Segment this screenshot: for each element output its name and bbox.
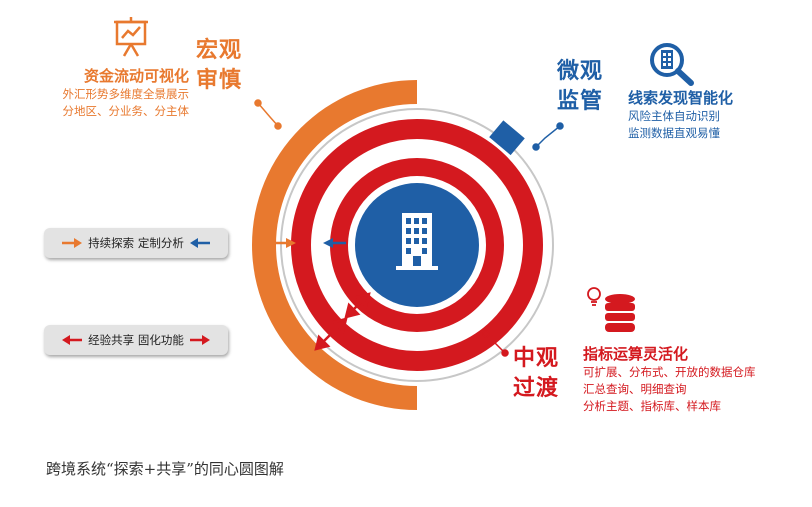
meso-connector — [482, 330, 509, 357]
red-share-arrow-outer — [314, 317, 348, 351]
legend-explore-label: 持续探索 定制分析 — [88, 236, 184, 250]
macro-title-line1: 宏观 — [196, 38, 243, 63]
meso-line-2: 汇总查询、明细查询 — [583, 382, 687, 396]
diagram-caption: 跨境系统“探索+共享”的同心圆图解 — [46, 460, 284, 478]
micro-title: 微观 监管 — [557, 57, 617, 117]
legend-share: 经验共享 固化功能 — [44, 325, 228, 355]
presentation-chart-icon — [114, 17, 148, 57]
meso-heading: 指标运算灵活化 — [583, 345, 689, 363]
macro-line-1: 外汇形势多维度全景展示 — [62, 87, 190, 101]
micro-line-1: 风险主体自动识别 — [628, 109, 720, 123]
red-left-arrow-icon — [62, 335, 83, 345]
micro-blue-tab — [489, 120, 525, 156]
micro-text: 线索发现智能化 风险主体自动识别 监测数据直观易懂 — [628, 88, 803, 142]
macro-orange-arc — [252, 80, 417, 410]
macro-text: 资金流动可视化 外汇形势多维度全景展示 分地区、分业务、分主体 — [34, 66, 190, 120]
macro-title: 宏观 审慎 — [196, 36, 256, 96]
orange-explore-arrow — [274, 238, 296, 248]
database-lightbulb-icon — [587, 287, 635, 332]
meso-title-line2: 过渡 — [513, 376, 560, 401]
blue-left-arrow-icon — [189, 238, 210, 248]
magnifier-building-icon — [650, 43, 694, 86]
red-share-arrow-inner — [344, 292, 371, 319]
blue-explore-arrow — [323, 238, 346, 248]
meso-line-1: 可扩展、分布式、开放的数据仓库 — [583, 365, 756, 379]
micro-title-line2: 监管 — [557, 89, 604, 114]
meso-title: 中观 过渡 — [513, 344, 573, 404]
building-icon — [396, 213, 438, 270]
meso-line-3: 分析主题、指标库、样本库 — [583, 399, 721, 413]
orange-right-arrow-icon — [62, 238, 83, 248]
macro-line-2: 分地区、分业务、分主体 — [62, 104, 190, 118]
meso-red-ring-outer — [291, 119, 543, 371]
legend-share-label: 经验共享 固化功能 — [88, 333, 184, 347]
macro-heading: 资金流动可视化 — [83, 67, 189, 85]
meso-title-line1: 中观 — [513, 346, 560, 371]
legend-explore: 持续探索 定制分析 — [44, 228, 228, 258]
micro-line-2: 监测数据直观易懂 — [628, 126, 720, 140]
meso-text: 指标运算灵活化 可扩展、分布式、开放的数据仓库 汇总查询、明细查询 分析主题、指… — [583, 344, 798, 415]
outer-thin-ring — [280, 108, 554, 382]
micro-heading: 线索发现智能化 — [628, 89, 734, 107]
macro-title-line2: 审慎 — [196, 68, 243, 93]
micro-connector — [532, 122, 564, 151]
macro-connector — [254, 99, 282, 130]
micro-title-line1: 微观 — [557, 59, 604, 84]
meso-red-ring-inner — [330, 158, 504, 332]
red-right-arrow-icon — [189, 335, 210, 345]
